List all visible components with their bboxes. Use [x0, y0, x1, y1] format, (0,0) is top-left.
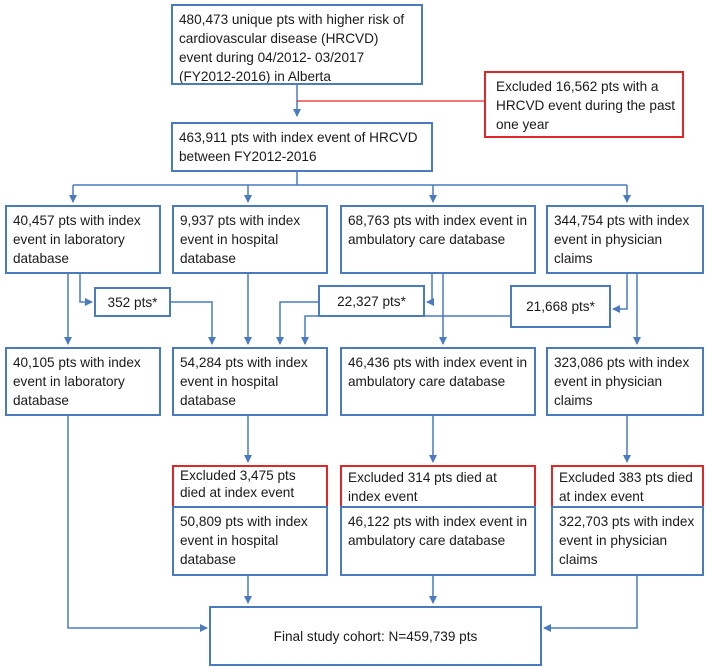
arrow-lab-2-to-final — [67, 416, 208, 632]
transfer-lab-box: 352 pts* — [94, 287, 171, 317]
amb-box-2: 46,436 pts with index event in ambulator… — [340, 347, 536, 416]
lab-box-2: 40,105 pts with index event in laborator… — [5, 347, 161, 416]
hosp-box-1: 9,937 pts with index event in hospital d… — [172, 205, 328, 274]
transfer-amb-box: 22,327 pts* — [318, 285, 425, 317]
excluded-phys-box: Excluded 383 pts died at index event — [551, 465, 704, 509]
excluded-hosp-box: Excluded 3,475 pts died at index event — [172, 465, 328, 509]
final-cohort-box: Final study cohort: N=459,739 pts — [209, 606, 542, 666]
index-total-box: 463,911 pts with index event of HRCVD be… — [171, 122, 433, 172]
excluded-amb-box: Excluded 314 pts died at index event — [340, 465, 536, 509]
arrow-amb-to-transfer — [426, 274, 434, 306]
arrow-phys-3-to-final — [543, 576, 638, 632]
phys-box-2: 323,086 pts with index event in physicia… — [546, 347, 704, 416]
amb-box-1: 68,763 pts with index event in ambulator… — [340, 205, 536, 274]
lab-box-1: 40,457 pts with index event in laborator… — [5, 205, 161, 274]
hosp-box-3: 50,809 pts with index event in hospital … — [172, 506, 328, 576]
arrow-lab-to-transfer — [79, 274, 93, 306]
phys-box-1: 344,754 pts with index event in physicia… — [546, 205, 704, 274]
arrow-transfer-phys-to-hosp — [301, 315, 510, 345]
arrow-phys-to-transfer — [612, 274, 628, 313]
excluded-past-year-box: Excluded 16,562 pts with a HRCVD event d… — [484, 71, 684, 138]
transfer-phys-box: 21,668 pts* — [510, 285, 611, 328]
arrow-transfer-lab-to-hosp — [171, 301, 216, 345]
amb-box-3: 46,122 pts with index event in ambulator… — [340, 506, 536, 576]
arrow-transfer-amb-to-hosp — [276, 301, 318, 345]
phys-box-3: 322,703 pts with index event in physicia… — [551, 506, 704, 576]
hosp-box-2: 54,284 pts with index event in hospital … — [172, 347, 328, 416]
start-population-box: 480,473 unique pts with higher risk of c… — [171, 4, 423, 85]
